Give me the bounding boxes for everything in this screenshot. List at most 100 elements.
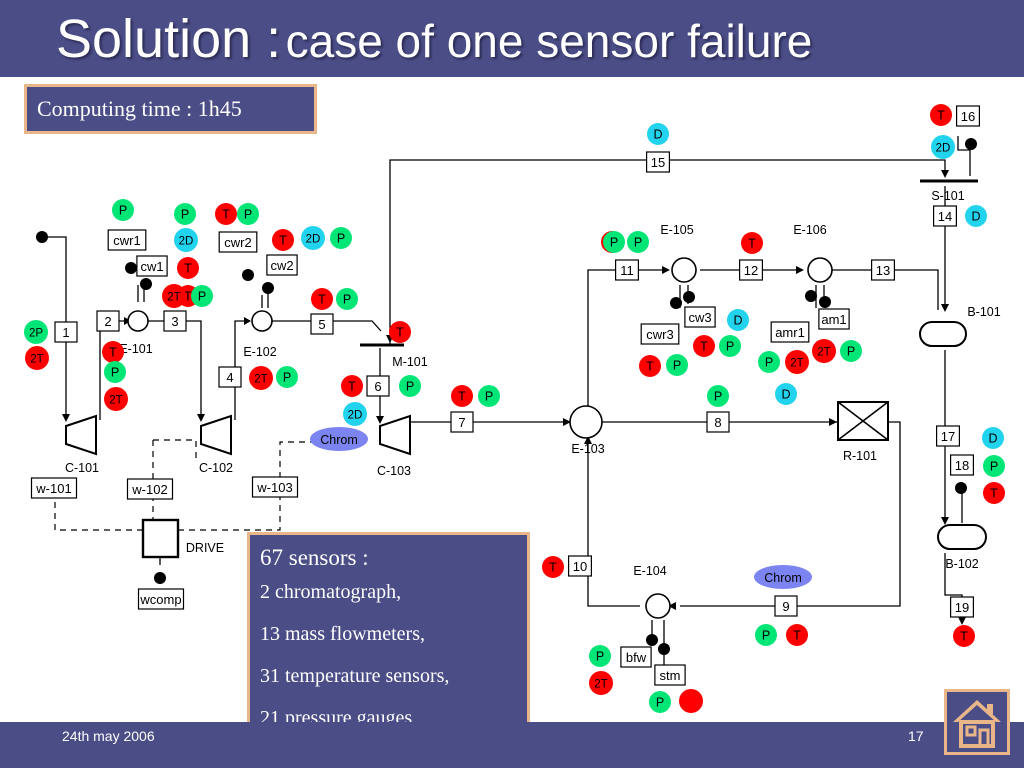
sensor-p-marker	[336, 288, 358, 310]
sensor-t-label: T	[990, 487, 998, 501]
sensor-t-label: T	[279, 234, 287, 248]
stream-label-stm: stm	[660, 668, 681, 683]
sensor-t-marker	[953, 625, 975, 647]
stream-label-w-103: w-103	[256, 480, 292, 495]
sensor-2d-label: 2D	[936, 143, 951, 155]
stream-box-19	[949, 596, 974, 618]
sensor-p-label: P	[634, 236, 642, 250]
sensor-2t-marker	[249, 366, 273, 390]
stream-label-cw1: cw1	[140, 259, 163, 274]
exchanger-e105	[671, 257, 697, 283]
sensor-p-marker	[666, 354, 688, 376]
drum-b102	[937, 524, 987, 550]
sensor-t-marker	[102, 341, 124, 363]
unit-label-e-103: E-103	[571, 442, 604, 456]
sensor-d-label: D	[653, 128, 662, 142]
stream-label-11: 11	[620, 263, 634, 278]
sensor-p-label: P	[714, 390, 722, 404]
compressor-c101	[65, 414, 97, 456]
footer-date: 24th may 2006	[62, 728, 155, 744]
sensor-p-marker	[112, 199, 134, 221]
sensor-2d-label: 2D	[306, 234, 321, 246]
unit-label-c-101: C-101	[65, 461, 99, 475]
sensor-p-label: P	[337, 232, 345, 246]
stream-label-w-101: w-101	[35, 481, 71, 496]
sensor-2p-label: 2P	[29, 328, 43, 340]
arrow-head	[668, 602, 676, 610]
unit-label-drive: DRIVE	[186, 541, 224, 555]
sensor-p-label: P	[610, 236, 618, 250]
valve-dot	[683, 291, 695, 303]
sensor-t-label: T	[793, 629, 801, 643]
chromatograph-label: Chrom	[320, 433, 358, 447]
sensor-2t-marker	[104, 387, 128, 411]
chromatograph-marker	[754, 565, 812, 589]
sensor-p-label: P	[673, 359, 681, 373]
stream-label-2: 2	[104, 314, 111, 329]
sensor-p-marker	[603, 231, 625, 253]
valve-dot	[140, 278, 152, 290]
sensor-p-label: P	[990, 460, 998, 474]
home-button[interactable]	[944, 689, 1010, 755]
stream-box-5	[310, 313, 334, 335]
sensor-t-marker	[341, 375, 363, 397]
stream-label-18: 18	[955, 458, 969, 473]
stream-label-8: 8	[714, 415, 721, 430]
sensor-t-marker	[741, 232, 763, 254]
sensor-p-label: P	[111, 366, 119, 380]
arrow-head	[244, 317, 251, 325]
stream-label-13: 13	[876, 263, 890, 278]
title-bar	[0, 0, 1024, 77]
sensor-summary-item: 13 mass flowmeters,	[260, 623, 425, 645]
sensor-t-marker	[786, 624, 808, 646]
exchanger-e104	[645, 593, 671, 619]
sensor-d-marker	[647, 123, 669, 145]
sensor-2t-marker	[589, 671, 613, 695]
sensor-t-marker	[930, 104, 952, 126]
exchanger-e103	[569, 405, 603, 439]
stream-box-11	[614, 259, 639, 281]
arrow-head	[197, 414, 205, 422]
sensor-summary-item: 2 chromatograph,	[260, 581, 402, 603]
stream-line	[957, 136, 971, 176]
stream-label-19: 19	[955, 600, 969, 615]
sensor-t-label: T	[184, 290, 192, 304]
stream-box-3	[163, 310, 187, 332]
title-main: Solution :	[56, 9, 282, 69]
stream-box-9	[774, 595, 798, 617]
sensor-2d-label: 2D	[348, 410, 363, 422]
sensor-t-label: T	[458, 390, 466, 404]
valve-dot	[955, 482, 967, 494]
sensor-p-marker	[649, 691, 671, 713]
sensor-2t-marker	[162, 284, 186, 308]
sensor-p-label: P	[847, 345, 855, 359]
stream-box-cw2	[266, 254, 298, 276]
sensor-p-marker	[478, 385, 500, 407]
equipment	[65, 179, 987, 619]
stream-label-bfw: bfw	[626, 650, 647, 665]
stream-label-16: 16	[961, 109, 975, 124]
sensor-p-marker	[840, 340, 862, 362]
stream-line	[148, 320, 202, 420]
unit-label-e-101: E-101	[119, 342, 152, 356]
sensor-t-marker	[983, 482, 1005, 504]
reactor-diagonal	[837, 401, 889, 441]
stream-line	[272, 320, 382, 332]
arrow-head	[829, 418, 837, 426]
exchanger-e101	[127, 310, 149, 332]
page-number: 17	[908, 728, 924, 744]
sensor-p-marker	[627, 231, 649, 253]
chromatograph-label: Chrom	[764, 571, 802, 585]
valve-dot	[805, 290, 817, 302]
arrow-head	[662, 266, 670, 274]
sensor-p-marker	[719, 335, 741, 357]
arrow-head	[796, 266, 804, 274]
sensor-t-label: T	[396, 326, 404, 340]
sensor-t-label: T	[348, 380, 356, 394]
sensor-p-label: P	[765, 356, 773, 370]
sensor-t-label: T	[222, 208, 230, 222]
stream-box-2	[96, 310, 120, 332]
sensor-p-marker	[330, 227, 352, 249]
stream-line	[832, 269, 939, 310]
